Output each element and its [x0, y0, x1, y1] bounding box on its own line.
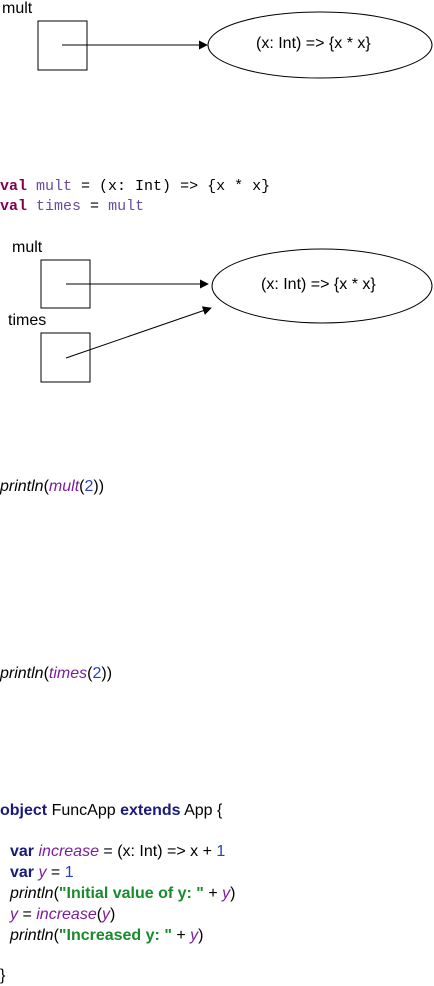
identifier-y: y — [102, 906, 111, 923]
println-fn: println — [10, 885, 54, 902]
y-increase-line: y = increase(y) — [10, 904, 115, 925]
function-ellipse-1 — [207, 11, 433, 79]
identifier-y: y — [10, 906, 18, 923]
println-increased-line: println("Increased y: " + y) — [10, 925, 203, 946]
println-mult-call: println(mult(2)) — [0, 478, 104, 496]
paren-open-2: ( — [79, 478, 85, 495]
code-line-2-eq: = — [81, 198, 109, 215]
number-literal: 2 — [84, 478, 94, 495]
identifier-times: times — [36, 198, 82, 215]
code-line-2: val times = mult — [0, 197, 144, 217]
number-literal: 2 — [92, 665, 102, 682]
paren-open: ( — [53, 927, 59, 944]
paren-open: ( — [53, 885, 59, 902]
number-literal: 1 — [64, 864, 74, 881]
mult-fn: mult — [48, 478, 80, 495]
identifier-increase: increase — [38, 843, 99, 860]
closing-brace: } — [0, 967, 6, 984]
times-label: times — [8, 312, 47, 329]
identifier-y: y — [38, 864, 47, 881]
code-line-1-rest: = (x: Int) => {x * x} — [72, 178, 271, 195]
println-fn: println — [0, 478, 44, 495]
plus-op: + — [171, 927, 191, 944]
paren-close: ) — [230, 885, 236, 902]
paren-open: ( — [43, 478, 49, 495]
println-initial-line: println("Initial value of y: " + y) — [10, 883, 235, 904]
times-reference-arrow — [65, 306, 212, 359]
identifier-y: y — [222, 885, 231, 902]
times-fn: times — [48, 665, 88, 682]
keyword-val: val — [0, 198, 28, 215]
var-increase-line: var increase = (x: Int) => x + 1 — [10, 841, 225, 862]
paren-close: ) — [198, 927, 204, 944]
paren-open: ( — [96, 906, 103, 923]
println-fn: println — [0, 665, 44, 682]
identifier-mult-ref: mult — [108, 198, 145, 215]
identifier-mult: mult — [36, 178, 73, 195]
object-name: FuncApp — [47, 802, 121, 819]
mult-label: mult — [2, 0, 33, 17]
code-line-1: val mult = (x: Int) => {x * x} — [0, 177, 270, 197]
paren-open-2: ( — [87, 665, 93, 682]
string-literal: "Increased y: " — [58, 927, 172, 944]
increase-fn: increase — [36, 906, 97, 923]
object-parent: App { — [180, 802, 223, 819]
println-fn: println — [10, 927, 54, 944]
number-literal: 1 — [216, 843, 226, 860]
paren-close: )) — [93, 478, 105, 495]
function-literal-label-2: (x: Int) => {x * x} — [261, 276, 376, 293]
function-ellipse-2 — [211, 248, 433, 324]
assign-op: = — [46, 864, 65, 881]
paren-open: ( — [43, 665, 49, 682]
assign-op: = — [18, 906, 37, 923]
object-declaration-line: object FuncApp extends App { — [0, 800, 222, 821]
keyword-var: var — [10, 864, 35, 881]
keyword-extends: extends — [120, 802, 181, 819]
println-times-call: println(times(2)) — [0, 665, 112, 683]
identifier-y: y — [190, 927, 199, 944]
function-literal-label-1: (x: Int) => {x * x} — [256, 35, 371, 52]
paren-close: ) — [110, 906, 116, 923]
mult-label-2: mult — [12, 239, 43, 256]
keyword-var: var — [10, 843, 35, 860]
times-variable-box — [40, 332, 91, 383]
var-y-line: var y = 1 — [10, 862, 74, 883]
paren-close: )) — [101, 665, 113, 682]
plus-op: + — [203, 885, 223, 902]
keyword-object: object — [0, 802, 48, 819]
increase-body: = (x: Int) => x + — [98, 843, 217, 860]
string-literal: "Initial value of y: " — [58, 885, 204, 902]
keyword-val: val — [0, 178, 28, 195]
